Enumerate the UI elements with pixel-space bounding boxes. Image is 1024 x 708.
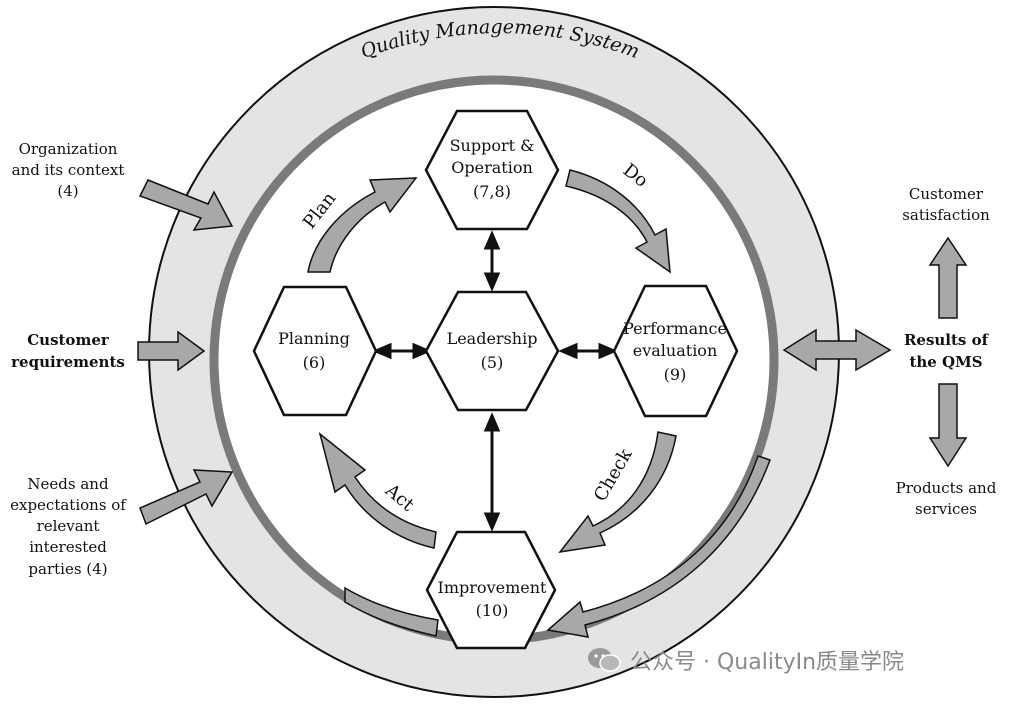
- results-label-1: Results of: [904, 331, 990, 349]
- interested-parties-label-5: parties (4): [28, 560, 107, 578]
- interested-parties-label-4: interested: [29, 538, 107, 556]
- results-double-arrow: [782, 328, 892, 372]
- ring-feedback-arrow: [546, 455, 771, 638]
- performance-label-1: Performance: [623, 319, 727, 338]
- products-label-1: Products and: [896, 479, 997, 497]
- check-arrow: [558, 431, 677, 554]
- ring-return-arrow: [344, 586, 439, 637]
- leadership-label-1: Leadership: [447, 329, 538, 348]
- plan-arrow: [307, 177, 418, 273]
- hex-support-operation: [424, 109, 560, 231]
- leadership-label-2: (5): [481, 353, 504, 372]
- context-label-3: (4): [57, 182, 78, 200]
- act-arrow: [318, 432, 437, 549]
- hex-leadership: [424, 290, 560, 412]
- support-label-2: Operation: [451, 158, 533, 177]
- improvement-label-2: (10): [476, 601, 509, 620]
- input-arrow-context: [138, 179, 234, 231]
- input-arrow-customer-requirements: [137, 330, 206, 372]
- output-arrow-products: [928, 383, 968, 468]
- support-label-3: (7,8): [473, 182, 511, 201]
- customer-requirements-label-1: Customer: [27, 331, 110, 349]
- watermark: 公众号 · QualityIn质量学院: [586, 642, 904, 678]
- support-label-1: Support &: [450, 136, 535, 155]
- performance-label-2: evaluation: [633, 341, 718, 360]
- context-label-1: Organization: [19, 140, 118, 158]
- context-label-2: and its context: [12, 161, 125, 179]
- products-label-2: services: [915, 500, 977, 518]
- planning-label-2: (6): [303, 353, 326, 372]
- planning-label-1: Planning: [278, 329, 350, 348]
- interested-parties-label-2: expectations of: [10, 496, 127, 514]
- watermark-text: 公众号 · QualityIn质量学院: [630, 650, 905, 675]
- hex-planning: [252, 285, 378, 417]
- satisfaction-label-1: Customer: [909, 185, 984, 203]
- output-arrow-satisfaction: [928, 236, 968, 319]
- results-label-2: the QMS: [909, 353, 982, 371]
- do-arrow: [565, 169, 671, 274]
- customer-requirements-label-2: requirements: [11, 353, 125, 371]
- hex-improvement: [425, 530, 557, 650]
- interested-parties-label-1: Needs and: [27, 475, 109, 493]
- performance-label-3: (9): [664, 365, 687, 384]
- interested-parties-label-3: relevant: [37, 517, 100, 535]
- satisfaction-label-2: satisfaction: [902, 206, 990, 224]
- improvement-label-1: Improvement: [438, 578, 547, 597]
- wechat-icon: [588, 648, 621, 672]
- hex-performance: [612, 284, 739, 418]
- input-arrow-interested-parties: [139, 469, 234, 526]
